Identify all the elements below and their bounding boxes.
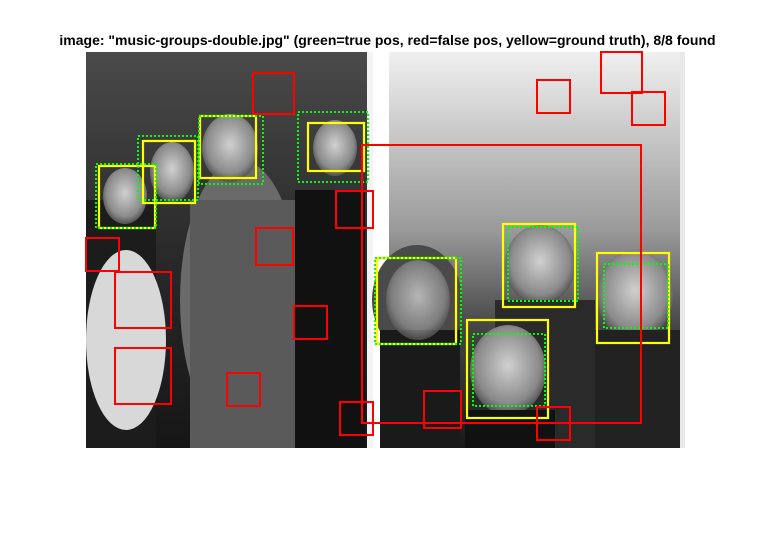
false-positive-box <box>226 372 261 407</box>
false-positive-box <box>293 305 328 340</box>
true-positive-box <box>95 163 157 229</box>
ground-truth-box <box>306 121 366 173</box>
false-positive-box <box>631 91 666 126</box>
false-positive-box <box>423 390 462 429</box>
right-photo-panel <box>372 52 685 448</box>
false-positive-boxes <box>85 51 666 441</box>
true-positive-box <box>374 257 462 345</box>
false-positive-box <box>252 72 295 115</box>
ground-truth-box <box>141 139 197 205</box>
true-positive-box <box>603 263 669 329</box>
false-positive-box <box>339 401 374 436</box>
false-positive-box <box>114 347 172 405</box>
true-positive-box <box>472 333 546 407</box>
ground-truth-box <box>465 318 550 420</box>
true-positive-box <box>198 115 264 185</box>
false-positive-box <box>335 190 374 229</box>
false-positive-box <box>536 79 571 114</box>
false-positive-box <box>255 227 294 266</box>
false-positive-box <box>114 271 172 329</box>
false-positive-box <box>600 51 643 94</box>
true-positive-box <box>297 111 369 183</box>
false-positive-box <box>85 237 120 272</box>
figure-title: image: "music-groups-double.jpg" (green=… <box>59 32 716 48</box>
ground-truth-box <box>501 222 577 309</box>
left-photo-panel <box>86 52 373 448</box>
false-positive-box <box>361 144 642 424</box>
true-positive-boxes <box>95 111 669 407</box>
